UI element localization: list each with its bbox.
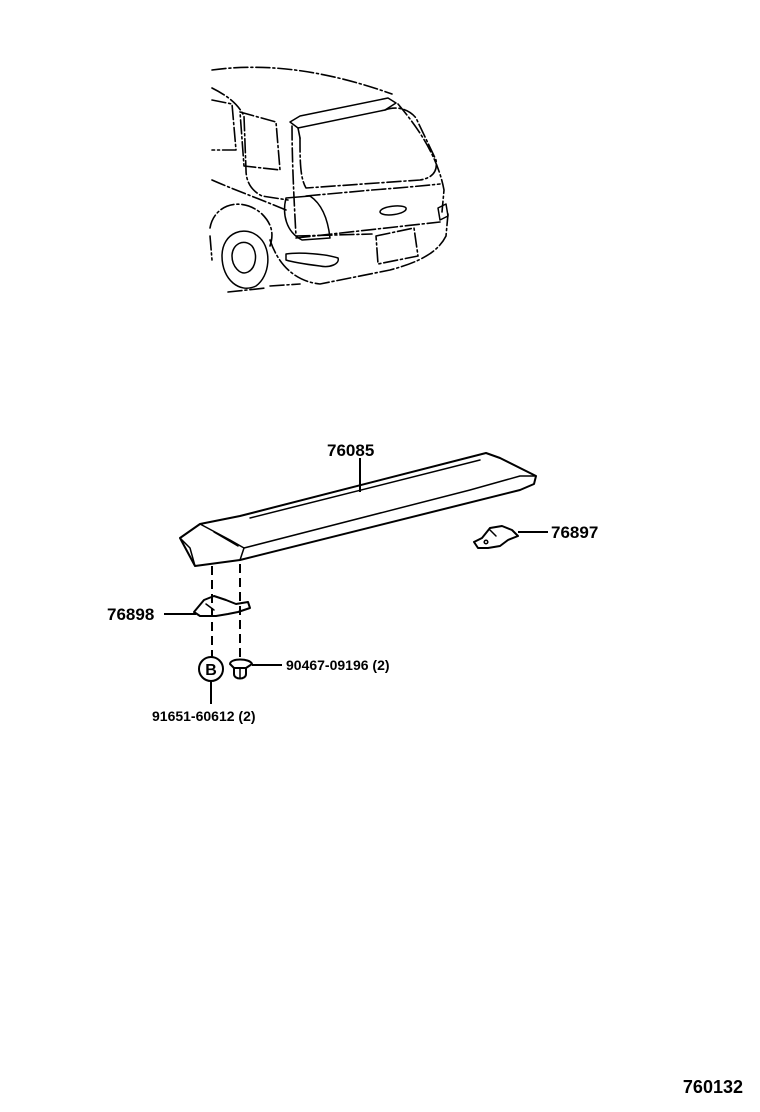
part-label-bolt: 91651-60612 (2) (152, 708, 256, 724)
clip-part (229, 658, 253, 680)
vehicle-rear-illustration (209, 66, 449, 293)
rear-spoiler-part (179, 452, 537, 567)
bracket-right-part (473, 525, 519, 549)
part-label-bracket-left: 76898 (107, 605, 154, 624)
part-label-clip: 90467-09196 (2) (286, 657, 390, 673)
bracket-left-part (193, 595, 251, 617)
part-label-bracket-right: 76897 (551, 523, 598, 542)
diagram-number: 760132 (683, 1077, 743, 1097)
bolt-symbol-letter: B (205, 662, 217, 679)
bolt-symbol: B (198, 656, 224, 682)
part-label-spoiler: 76085 (327, 441, 374, 460)
